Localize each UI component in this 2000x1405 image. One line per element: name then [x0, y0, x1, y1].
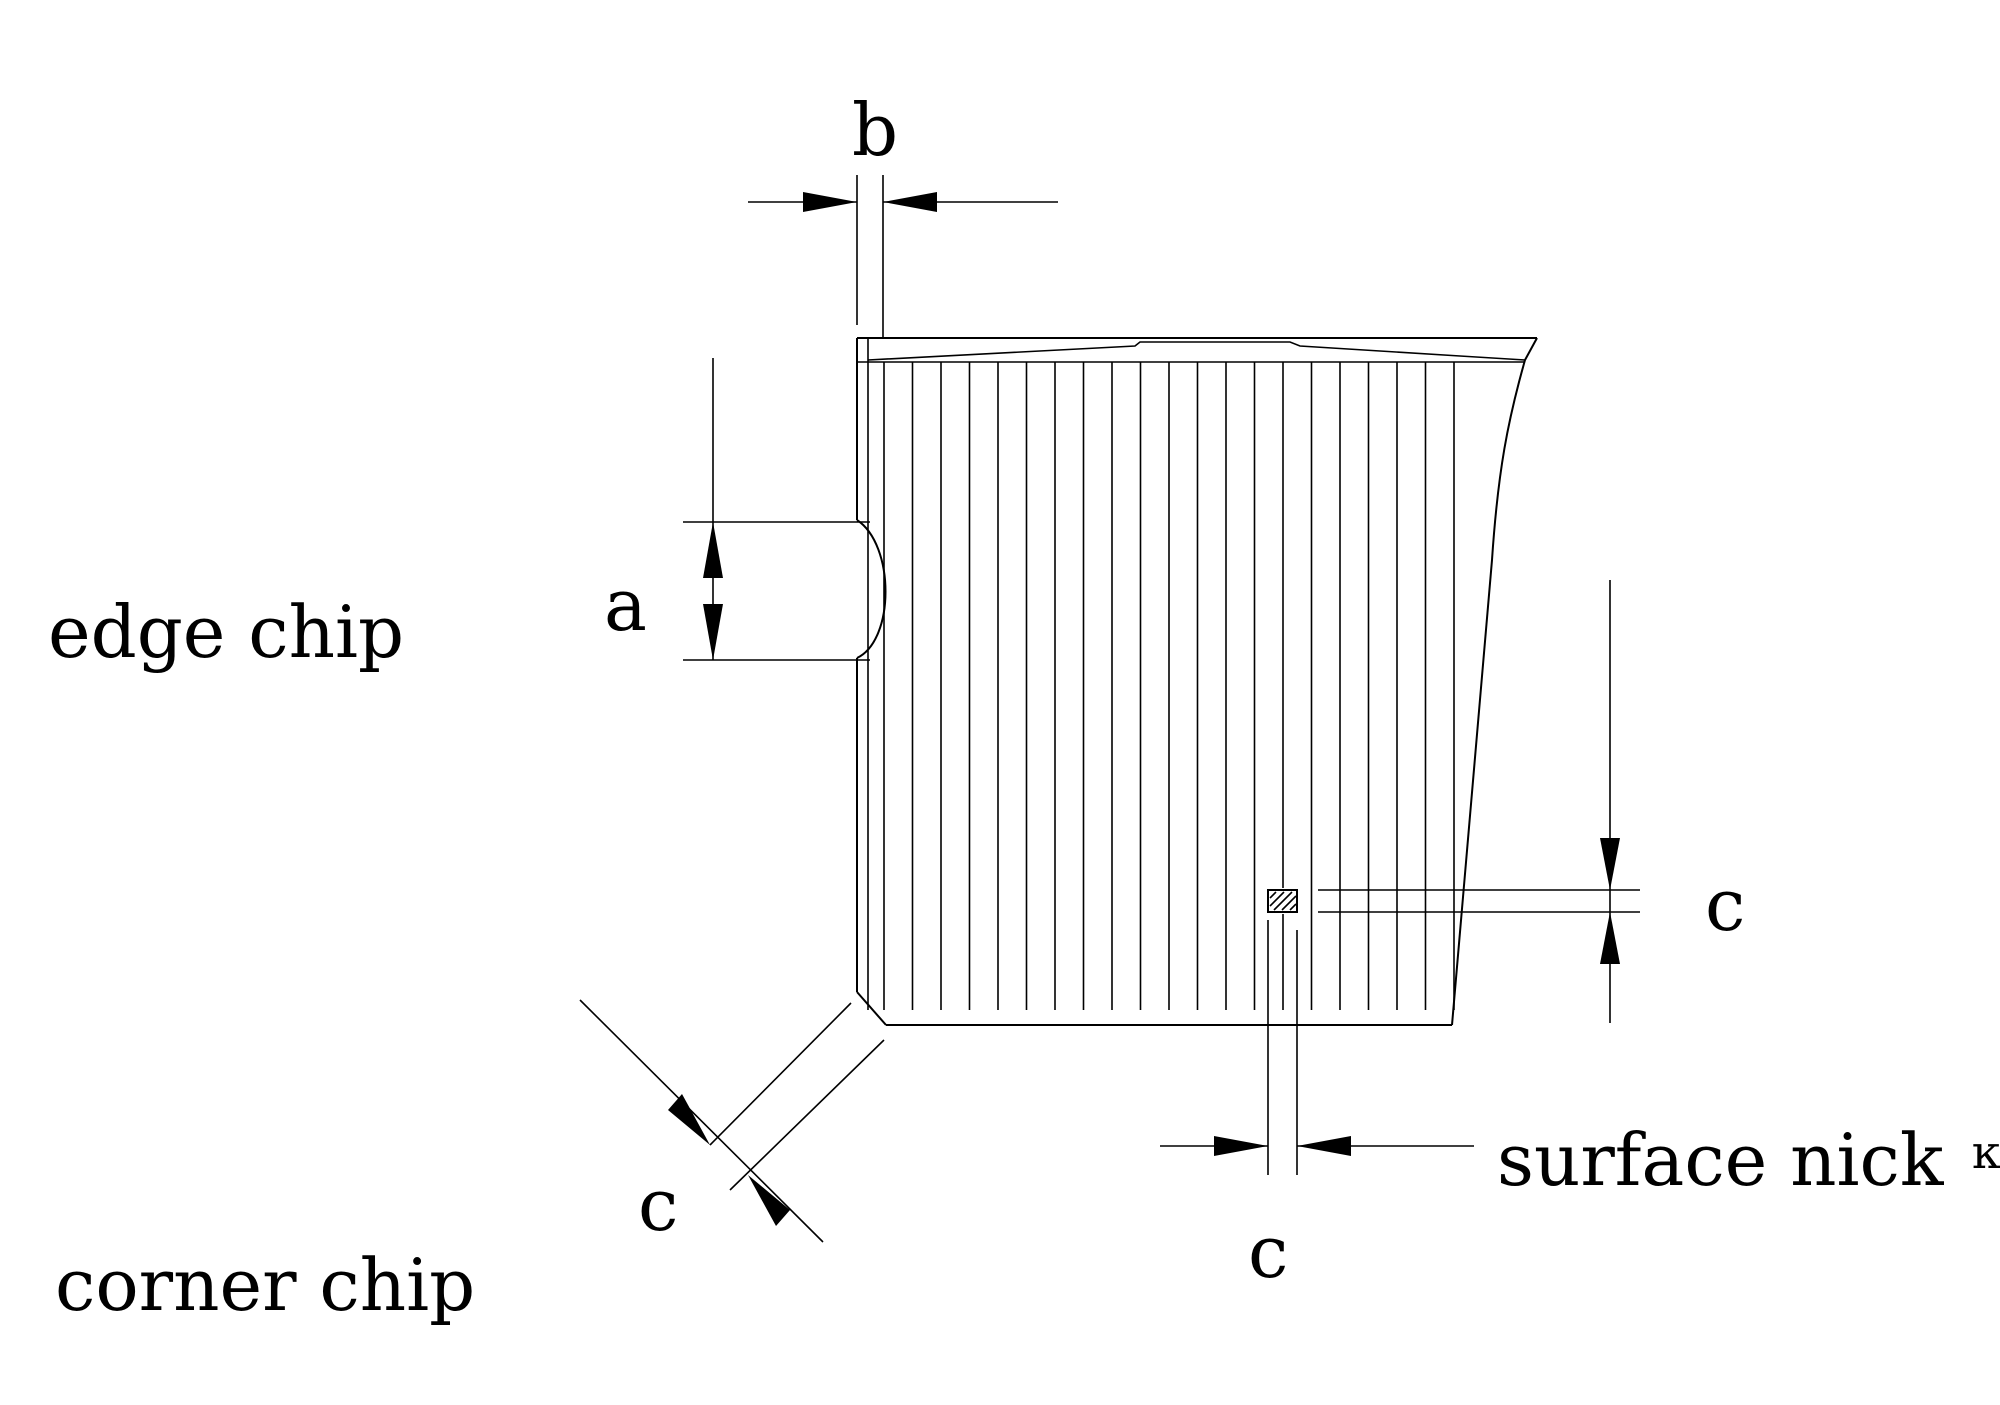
part-outline: [856, 337, 1538, 1026]
dimension-c-corner: [579, 999, 885, 1243]
dimension-c-corner-arrow-lower: [748, 1175, 790, 1226]
dimension-b-label: b: [852, 88, 898, 172]
surface-nick-label: surface nick: [1497, 1118, 1945, 1202]
surface-nick-fill: [1269, 891, 1297, 911]
dimension-a-label: a: [604, 563, 647, 647]
dimension-a-arrow-bottom: [703, 604, 723, 660]
dimension-c-nick-horizontal-arrow-left: [1214, 1136, 1268, 1156]
corner-chip-shape: [856, 991, 887, 1026]
edge-chip-label: edge chip: [48, 590, 404, 674]
dimension-a-arrow-top: [703, 522, 723, 578]
dimension-c-nick-horizontal: [1160, 920, 1474, 1175]
dimension-c-corner-arrow-upper: [668, 1094, 710, 1145]
edge-chip-shape: [856, 519, 887, 659]
dimension-c-nick-vertical: [1318, 580, 1640, 1023]
dimension-c-nick-horizontal-label: c: [1248, 1210, 1288, 1294]
corner-chip-label: corner chip: [55, 1243, 475, 1327]
cropped-glyph: ĸ: [1972, 1125, 2000, 1179]
dimension-b-arrow-left: [803, 192, 857, 212]
dimension-c-nick-vertical-label: c: [1705, 863, 1745, 947]
dimension-c-nick-vertical-arrow-top: [1600, 838, 1620, 890]
dimension-b-arrow-right: [883, 192, 937, 212]
dimension-c-nick-vertical-arrow-bottom: [1600, 912, 1620, 964]
dimension-c-corner-label: c: [638, 1163, 678, 1247]
dimension-c-nick-horizontal-arrow-right: [1297, 1136, 1351, 1156]
dimension-b: [748, 175, 1058, 338]
surface-hatching: [883, 362, 1455, 1010]
dimension-a: [683, 358, 870, 661]
